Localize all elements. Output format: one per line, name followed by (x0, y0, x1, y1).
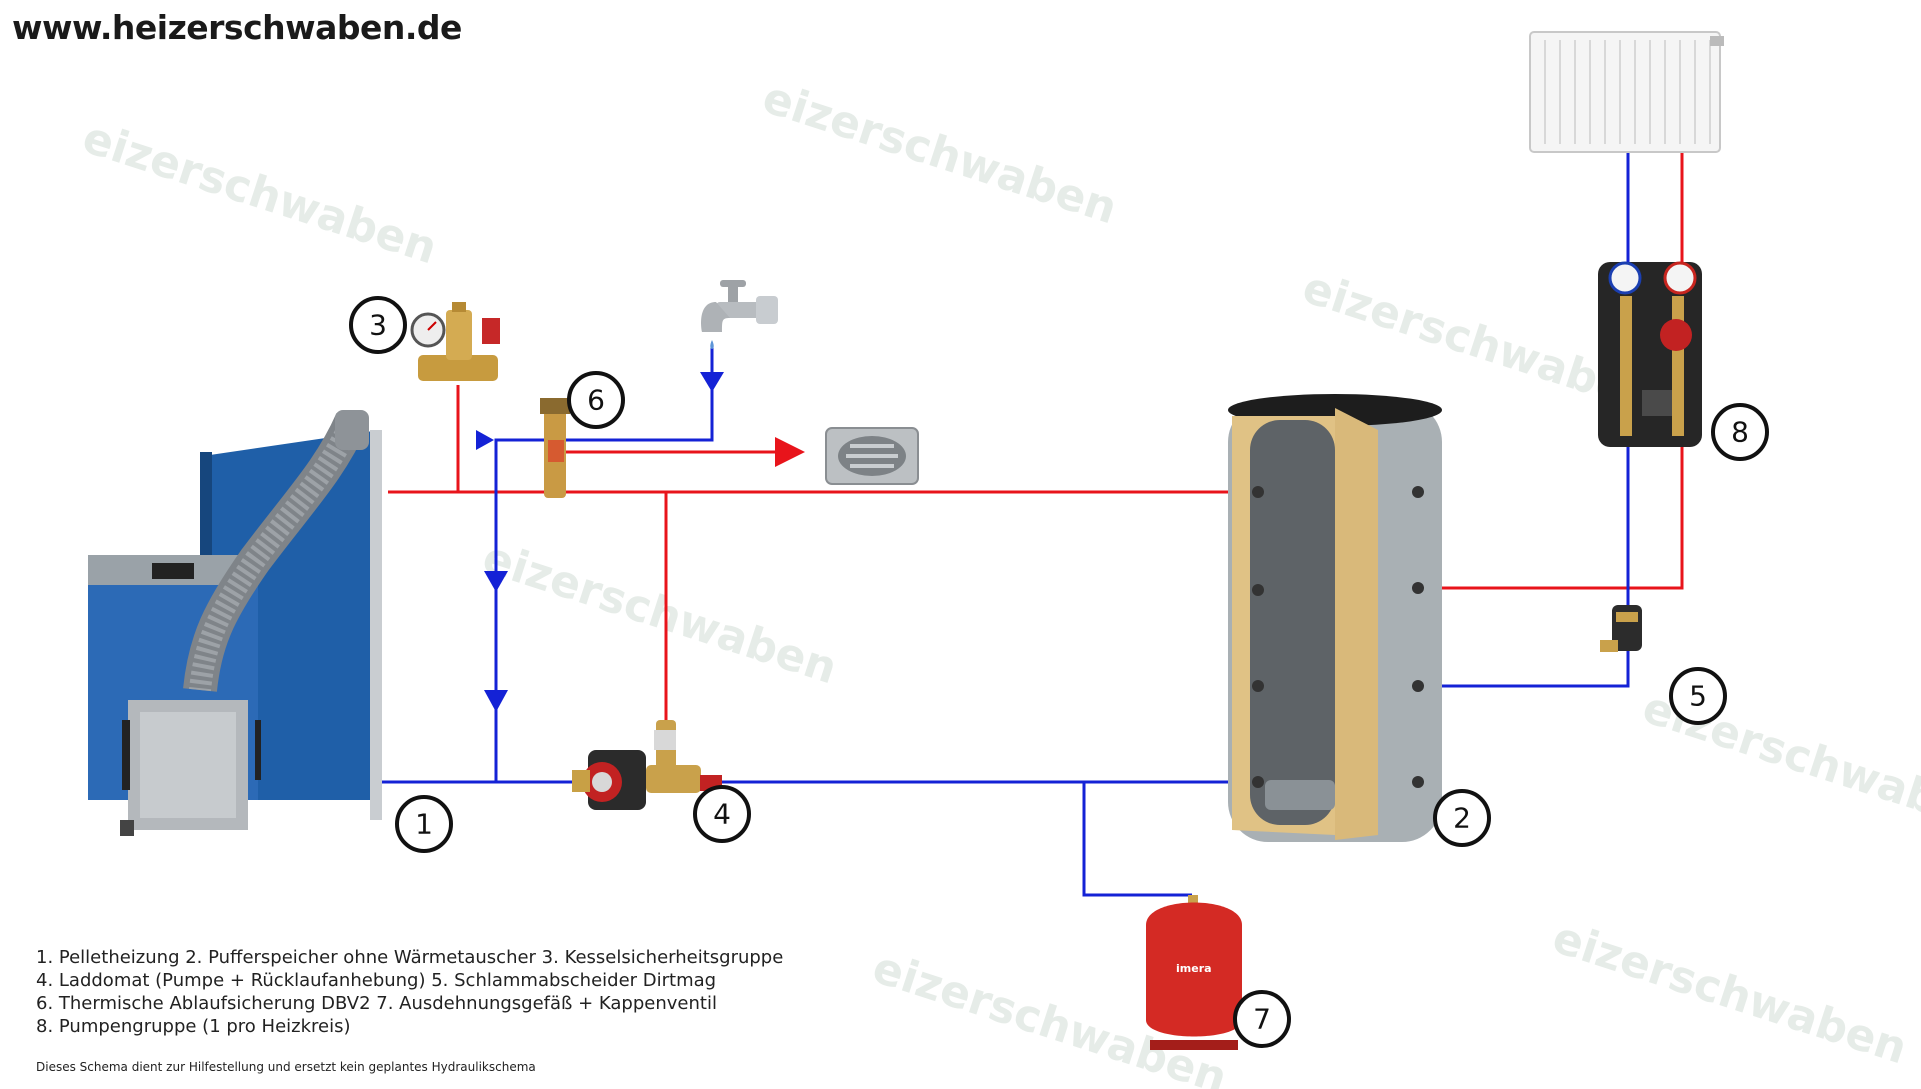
callout-2-circle (1433, 789, 1491, 847)
expansion-vessel: imera (1146, 895, 1242, 1050)
watermark: eizerschwaben (1547, 912, 1913, 1074)
callout-8-circle (1711, 403, 1769, 461)
callout-2-label: 2 (1453, 802, 1471, 835)
supply-pipes (388, 150, 1684, 720)
callout-5-label: 5 (1689, 680, 1707, 713)
boiler-safety-group (410, 302, 500, 381)
callout-6-label: 6 (587, 384, 605, 417)
callout-4-circle (693, 785, 751, 843)
legend-line: 8. Pumpengruppe (1 pro Heizkreis) (36, 1016, 351, 1037)
pump-group (1598, 261, 1702, 447)
thermal-discharge-valve (540, 398, 570, 498)
callout-4-label: 4 (713, 798, 731, 831)
water-tap-icon (701, 280, 778, 349)
legend-line: 1. Pelletheizung 2. Pufferspeicher ohne … (36, 947, 784, 968)
callout-1-label: 1 (415, 808, 433, 841)
pellet-boiler (88, 410, 382, 836)
watermark: eizerschwaben (477, 532, 843, 694)
callout-1-circle (395, 795, 453, 853)
watermark: eizerschwaben (77, 112, 443, 274)
watermark: eizerschwaben (757, 72, 1123, 234)
laddomat-pump (572, 720, 722, 810)
callout-6-circle (567, 371, 625, 429)
disclaimer: Dieses Schema dient zur Hilfestellung un… (36, 1060, 536, 1074)
return-flow-arrows (476, 372, 724, 712)
legend: 1. Pelletheizung 2. Pufferspeicher ohne … (36, 946, 783, 1038)
buffer-tank (1228, 394, 1442, 842)
callout-markers (349, 296, 1769, 1048)
floor-drain-icon (825, 427, 919, 485)
callout-7-label: 7 (1253, 1003, 1271, 1036)
callout-8-label: 8 (1731, 416, 1749, 449)
callout-7-circle (1233, 990, 1291, 1048)
radiator (1529, 31, 1724, 153)
vessel-brand-label: imera (1176, 962, 1212, 975)
callout-5-circle (1669, 667, 1727, 725)
site-url: www.heizerschwaben.de (12, 8, 462, 47)
dirt-separator (1600, 605, 1642, 652)
legend-line: 6. Thermische Ablaufsicherung DBV2 7. Au… (36, 993, 717, 1014)
callout-3-circle (349, 296, 407, 354)
callout-3-label: 3 (369, 309, 387, 342)
legend-line: 4. Laddomat (Pumpe + Rücklaufanhebung) 5… (36, 970, 717, 991)
